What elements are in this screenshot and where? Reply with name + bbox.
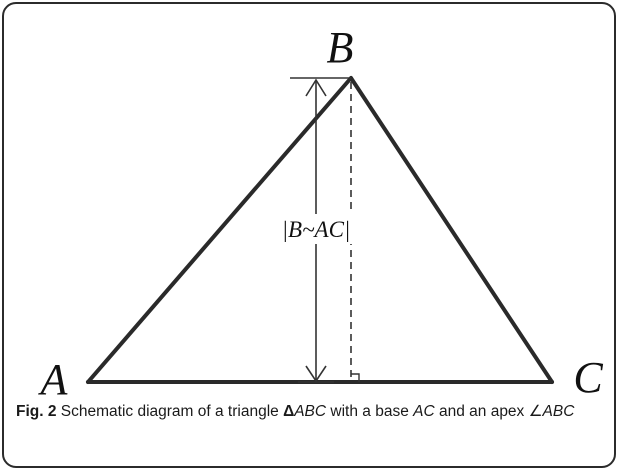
caption-text-2: with a base [326, 403, 414, 420]
height-label-backdrop [274, 214, 358, 244]
caption-angle-symbol: ∠ [528, 403, 543, 420]
caption-triangle-name: ABC [294, 403, 327, 420]
caption-text-1: Schematic diagram of a triangle [56, 403, 284, 420]
caption-text-3: and an apex [434, 403, 529, 420]
height-arrow-up [305, 78, 327, 97]
caption-fig-label: Fig. 2 [16, 403, 57, 420]
figure-frame: |B~AC| B A C Fig. 2 Schematic diagram of… [2, 2, 616, 468]
figure-caption: Fig. 2 Schematic diagram of a triangle Δ… [16, 400, 606, 424]
caption-delta-symbol: Δ [283, 403, 295, 420]
triangle-diagram: |B~AC| B A C [38, 23, 604, 404]
side-ab [86, 76, 353, 384]
side-bc [349, 76, 554, 384]
vertex-label-b: B [327, 23, 354, 72]
height-arrow-down [305, 365, 327, 383]
caption-base-name: AC [413, 403, 435, 420]
vertex-label-a: A [38, 355, 69, 404]
right-angle-marker [351, 373, 360, 382]
vertex-label-c: C [573, 353, 603, 402]
caption-angle-name: ABC [542, 403, 575, 420]
height-label: |B~AC| [282, 217, 351, 242]
